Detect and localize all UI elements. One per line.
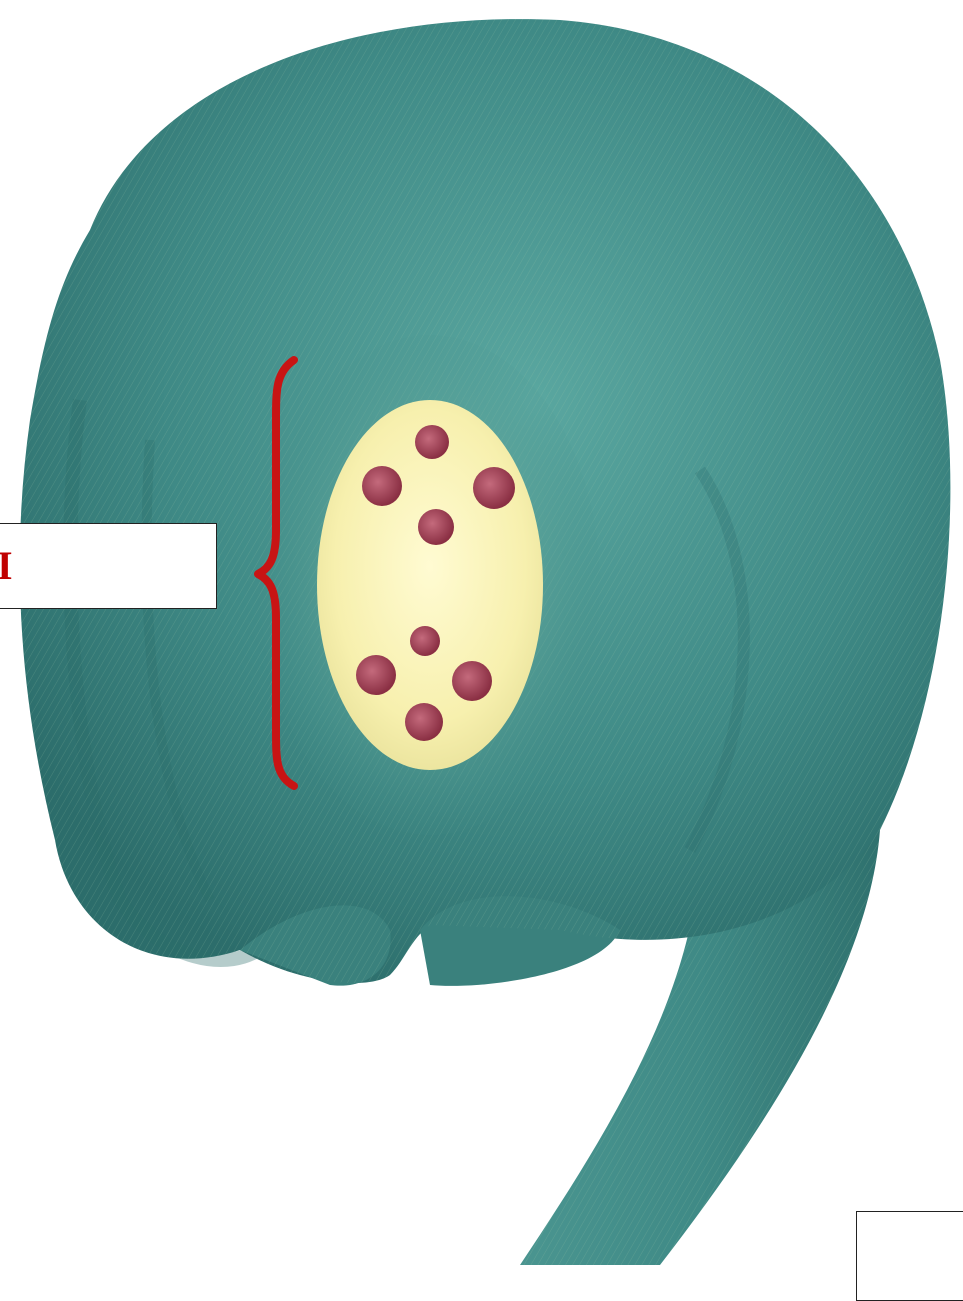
nucleus-icon (356, 655, 396, 695)
nucleus-icon (410, 626, 440, 656)
label-box-embryo-sac[interactable]: I (0, 523, 217, 609)
nucleus-icon (405, 703, 443, 741)
nucleus-icon (473, 467, 515, 509)
nucleus-icon (362, 466, 402, 506)
nucleus-icon (418, 509, 454, 545)
nucleus-icon (452, 661, 492, 701)
nucleus-icon (415, 425, 449, 459)
label-box-blank[interactable] (856, 1211, 963, 1301)
label-text-embryo-sac: I (0, 546, 13, 586)
